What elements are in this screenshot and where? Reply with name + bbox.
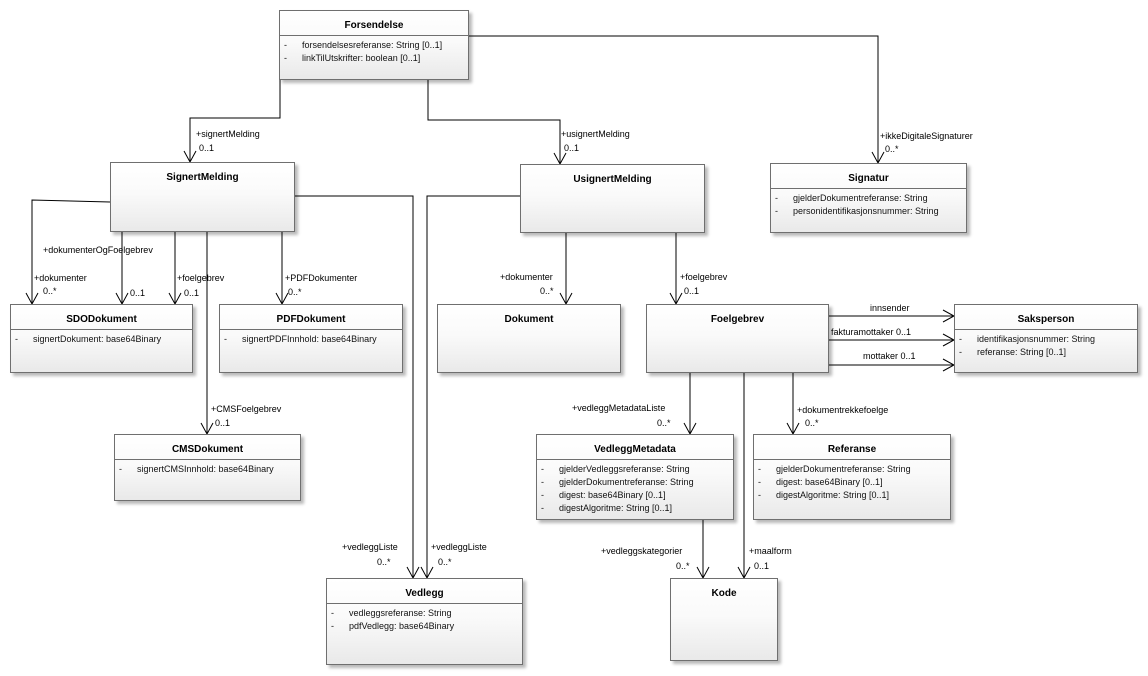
multiplicity-label: 0..* [438, 557, 452, 567]
attribute: -signertPDFInnhold: base64Binary [224, 334, 377, 344]
class-usignert-melding[interactable]: UsignertMelding [520, 164, 705, 233]
role-label: +signertMelding [196, 129, 260, 139]
class-vedlegg[interactable]: Vedlegg -vedleggsreferanse: String -pdfV… [326, 578, 523, 665]
attribute: -linkTilUtskrifter: boolean [0..1] [284, 53, 421, 63]
multiplicity-label: 0..1 [199, 143, 215, 153]
multiplicity-label: 0..1 [564, 143, 580, 153]
class-name: CMSDokument [171, 444, 244, 455]
class-name: Vedlegg [405, 588, 444, 599]
class-name: Referanse [827, 444, 877, 455]
class-forsendelse[interactable]: Forsendelse -forsendelsesreferanse: Stri… [279, 10, 469, 80]
attribute-list: -signertCMSInnhold: base64Binary [115, 459, 300, 476]
class-name: Forsendelse [344, 20, 404, 31]
attribute: -identifikasjonsnummer: String [959, 334, 1096, 344]
attribute-list: -gjelderDokumentreferanse: String -diges… [754, 459, 950, 502]
attribute-list: -signertPDFInnhold: base64Binary [220, 329, 402, 346]
class-name: Signatur [848, 173, 889, 184]
class-foelgebrev[interactable]: Foelgebrev [646, 304, 829, 373]
class-name: VedleggMetadata [594, 444, 676, 455]
multiplicity-label: 0..* [43, 286, 57, 296]
attribute: -digest: base64Binary [0..1] [541, 490, 666, 500]
edge-signert-melding [189, 80, 281, 162]
role-label: +vedleggListe [342, 542, 398, 552]
attribute: -signertDokument: base64Binary [15, 334, 162, 344]
role-label: +PDFDokumenter [285, 273, 358, 283]
multiplicity-label: 0..* [540, 286, 554, 296]
attribute-list: -gjelderDokumentreferanse: String -perso… [771, 188, 966, 218]
attribute: -referanse: String [0..1] [959, 347, 1067, 357]
class-pdf-dokument[interactable]: PDFDokument -signertPDFInnhold: base64Bi… [219, 304, 403, 373]
multiplicity-label: 0..1 [754, 561, 770, 571]
attribute: -pdfVedlegg: base64Binary [331, 621, 455, 631]
attribute: -gjelderVedleggsreferanse: String [541, 464, 690, 474]
multiplicity-label: 0..1 [215, 418, 231, 428]
edge-usignert-melding [427, 80, 561, 164]
attribute: -digestAlgoritme: String [0..1] [758, 490, 890, 500]
multiplicity-label: 0..1 [130, 288, 146, 298]
role-label: +CMSFoelgebrev [211, 404, 282, 414]
multiplicity-label: 0..* [657, 418, 671, 428]
class-name: Saksperson [1017, 314, 1075, 325]
role-label: +dokumentrekkefoelge [797, 405, 889, 415]
association-label-mottaker: mottaker 0..1 [863, 351, 916, 361]
class-referanse[interactable]: Referanse -gjelderDokumentreferanse: Str… [753, 434, 951, 520]
attribute-list: -forsendelsesreferanse: String [0..1] -l… [280, 35, 468, 65]
attribute: -vedleggsreferanse: String [331, 608, 452, 618]
attribute-list: -signertDokument: base64Binary [11, 329, 192, 346]
attribute: -digest: base64Binary [0..1] [758, 477, 883, 487]
class-vedlegg-metadata[interactable]: VedleggMetadata -gjelderVedleggsreferans… [536, 434, 734, 520]
role-label: +dokumenterOgFoelgebrev [43, 245, 153, 255]
class-name: SignertMelding [166, 172, 239, 183]
role-label: +foelgebrev [680, 272, 728, 282]
multiplicity-label: 0..* [288, 287, 302, 297]
multiplicity-label: 0..* [676, 561, 690, 571]
attribute: -gjelderDokumentreferanse: String [758, 464, 911, 474]
class-sdo-dokument[interactable]: SDODokument -signertDokument: base64Bina… [10, 304, 193, 373]
attribute-list: -gjelderVedleggsreferanse: String -gjeld… [537, 459, 733, 515]
multiplicity-label: 0..* [805, 418, 819, 428]
association-label-fakturamottaker: fakturamottaker 0..1 [831, 327, 912, 337]
class-name: UsignertMelding [573, 174, 652, 185]
multiplicity-label: 0..1 [684, 286, 700, 296]
edge-sm-dokumenter [31, 199, 111, 304]
class-name: Foelgebrev [710, 314, 765, 325]
role-label: +foelgebrev [177, 273, 225, 283]
multiplicity-label: 0..1 [184, 288, 200, 298]
class-dokument[interactable]: Dokument [437, 304, 621, 373]
edge-um-vedlegg [426, 195, 520, 578]
role-label: +vedleggskategorier [601, 546, 683, 556]
class-cms-dokument[interactable]: CMSDokument -signertCMSInnhold: base64Bi… [114, 434, 301, 501]
role-label: +dokumenter [500, 272, 553, 282]
class-kode[interactable]: Kode [670, 578, 778, 661]
attribute: -forsendelsesreferanse: String [0..1] [284, 40, 443, 50]
attribute: -personidentifikasjonsnummer: String [775, 206, 939, 216]
attribute: -gjelderDokumentreferanse: String [541, 477, 694, 487]
attribute-list: -vedleggsreferanse: String -pdfVedlegg: … [327, 603, 522, 633]
edge-sm-vedlegg [295, 195, 414, 578]
attribute-list: -identifikasjonsnummer: String -referans… [955, 329, 1137, 359]
role-label: +vedleggListe [431, 542, 487, 552]
role-label: +dokumenter [34, 273, 87, 283]
attribute: -gjelderDokumentreferanse: String [775, 193, 928, 203]
association-label-innsender: innsender [870, 303, 910, 313]
class-name: Dokument [504, 314, 554, 325]
class-name: Kode [711, 588, 737, 599]
attribute: -signertCMSInnhold: base64Binary [119, 464, 274, 474]
role-label: +usignertMelding [561, 129, 630, 139]
class-signert-melding[interactable]: SignertMelding [110, 162, 295, 232]
multiplicity-label: 0..* [885, 144, 899, 154]
class-signatur[interactable]: Signatur -gjelderDokumentreferanse: Stri… [770, 163, 967, 233]
multiplicity-label: 0..* [377, 557, 391, 567]
attribute: -digestAlgoritme: String [0..1] [541, 503, 673, 513]
role-label: +ikkeDigitaleSignaturer [880, 131, 973, 141]
class-saksperson[interactable]: Saksperson -identifikasjonsnummer: Strin… [954, 304, 1138, 373]
role-label: +maalform [749, 546, 792, 556]
role-label: +vedleggMetadataListe [572, 403, 666, 413]
class-name: PDFDokument [276, 314, 346, 325]
class-name: SDODokument [66, 314, 137, 325]
edge-ikke-digitale-signaturer [469, 35, 879, 163]
